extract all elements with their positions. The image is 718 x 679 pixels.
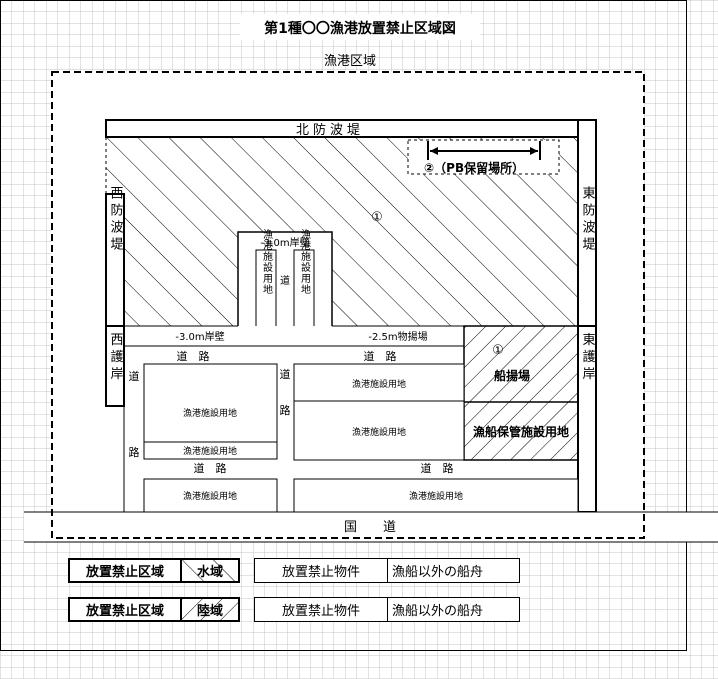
road-label-mid-char-2: 路 bbox=[280, 404, 291, 417]
legend-object-value: 漁船以外の船舟 bbox=[388, 597, 520, 622]
national-road-label: 国 道 bbox=[344, 520, 396, 535]
legend-object-label: 放置禁止物件 bbox=[254, 558, 388, 583]
pier-road-char-1: 道 bbox=[280, 274, 290, 287]
pb-arrow-head-left bbox=[430, 147, 438, 155]
facility-block-lower-left-label: 漁港施設用地 bbox=[183, 490, 237, 502]
water-zone-hatch bbox=[106, 137, 578, 326]
road-label-lower-left: 道 路 bbox=[194, 461, 227, 475]
west-revetment bbox=[105, 325, 125, 407]
legend-object-label: 放置禁止物件 bbox=[254, 597, 388, 622]
land-zone-hatch bbox=[463, 325, 579, 461]
road-label-upper-right: 道 路 bbox=[364, 349, 397, 363]
pier-facility-left-label: 漁港施設用地 bbox=[261, 228, 273, 295]
facility-block-strip bbox=[143, 441, 278, 460]
road-label-mid-char-1: 道 bbox=[280, 367, 291, 381]
road-label-left-char-1: 道 bbox=[129, 369, 140, 383]
legend-zone-type: 陸域 bbox=[196, 604, 223, 619]
pb-reserve-label: ②（PB保留場所） bbox=[424, 160, 524, 175]
legend-object-value: 漁船以外の船舟 bbox=[388, 558, 520, 583]
road-label-upper-left: 道 路 bbox=[177, 349, 210, 363]
pier-facility-right-label: 漁港施設用地 bbox=[299, 228, 311, 295]
legend-water-hatch bbox=[182, 560, 238, 581]
facility-block-lower-right-label: 漁港施設用地 bbox=[409, 490, 463, 502]
title-bg bbox=[240, 14, 480, 40]
east-breakwater-label: 東防波堤 bbox=[580, 185, 596, 254]
road-label-left-char-2: 路 bbox=[129, 446, 140, 459]
east-revetment-label: 東護岸 bbox=[580, 332, 596, 384]
legend-land-hatch bbox=[182, 599, 238, 620]
legend-zone-type: 水域 bbox=[196, 565, 223, 580]
central-quay-label: -3.0m岸壁 bbox=[260, 236, 309, 249]
facility-block-lower-left bbox=[143, 478, 278, 513]
facility-block-upper-left-label: 漁港施設用地 bbox=[183, 407, 237, 419]
map-title: 第1種〇〇漁港放置禁止区域図 bbox=[264, 20, 456, 37]
facility-block-strip-label: 漁港施設用地 bbox=[183, 445, 237, 457]
legend-zone-swatch: 陸域 bbox=[182, 597, 240, 622]
left-quay-label: -3.0m岸壁 bbox=[175, 330, 224, 343]
facility-block-middle-right-label: 漁港施設用地 bbox=[352, 426, 406, 438]
west-revetment-label: 西護岸 bbox=[108, 333, 124, 384]
boat-storage-label: 漁船保管施設用地 bbox=[473, 424, 569, 439]
legend-row-water: 放置禁止区域 水域 放置禁止物件 漁船以外の船舟 bbox=[68, 558, 520, 583]
legend-zone-label: 放置禁止区域 bbox=[68, 558, 182, 583]
legend-zone-label: 放置禁止区域 bbox=[68, 597, 182, 622]
facility-block-middle-right bbox=[293, 400, 465, 461]
water-zone-marker: ① bbox=[371, 210, 383, 225]
fishing-port-boundary bbox=[51, 71, 645, 539]
facility-block-upper-right-label: 漁港施設用地 bbox=[352, 378, 406, 390]
pb-arrow-head-right bbox=[530, 147, 538, 155]
facility-block-upper-left bbox=[143, 363, 278, 443]
north-breakwater-label: 北防波堤 bbox=[296, 122, 364, 138]
unloading-quay-label: -2.5m物揚場 bbox=[368, 330, 427, 343]
west-breakwater-label: 西防波堤 bbox=[108, 186, 124, 254]
sheet-frame bbox=[0, 0, 687, 651]
fishing-port-area-label: 漁港区域 bbox=[324, 54, 376, 69]
legend-zone-swatch: 水域 bbox=[182, 558, 240, 583]
facility-block-lower-right bbox=[293, 478, 579, 513]
legend-row-land: 放置禁止区域 陸域 放置禁止物件 漁船以外の船舟 bbox=[68, 597, 520, 622]
pb-reserve-area bbox=[407, 139, 560, 175]
land-zone-marker: ① bbox=[492, 343, 504, 358]
boat-yard-label: 船揚場 bbox=[494, 368, 530, 383]
road-label-lower-right: 道 路 bbox=[421, 461, 454, 475]
